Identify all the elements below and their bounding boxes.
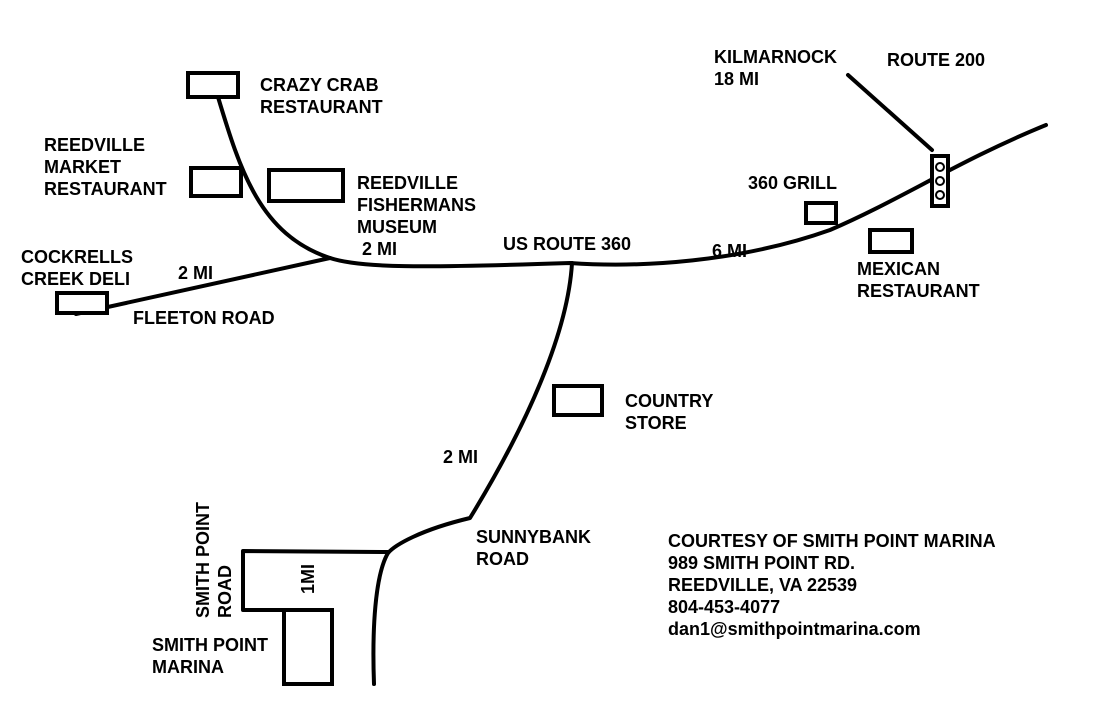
smith-point-marina-label: SMITH POINT MARINA — [152, 635, 268, 677]
museum-label: REEDVILLE FISHERMANS MUSEUM — [357, 173, 477, 237]
credit-phone: 804-453-4077 — [668, 597, 781, 617]
credit-city: REEDVILLE, VA 22539 — [668, 575, 858, 595]
credit-email[interactable]: dan1@smithpointmarina.com — [668, 619, 921, 639]
fleeton-distance-label: 2 MI — [178, 263, 214, 283]
credit-block: COURTESY OF SMITH POINT MARINA 989 SMITH… — [668, 530, 996, 640]
grill-360-building — [804, 201, 838, 225]
country-store-building — [552, 384, 604, 417]
marina-building — [282, 608, 334, 686]
country-store-label: COUNTRY STORE — [625, 391, 714, 433]
museum-distance-label: 2 MI — [362, 239, 398, 259]
smith-point-distance-label: 1MI — [298, 563, 318, 594]
crazy-crab-label: CRAZY CRAB RESTAURANT — [260, 75, 383, 117]
us-route-360-label: US ROUTE 360 — [503, 234, 632, 254]
fleeton-road-line — [74, 256, 332, 316]
cockrells-label: COCKRELLS CREEK DELI — [21, 247, 133, 289]
us-route-360-road — [328, 123, 1048, 269]
credit-address: 989 SMITH POINT RD. — [668, 553, 856, 573]
museum-building — [267, 168, 345, 203]
route-200-label: ROUTE 200 — [887, 50, 986, 70]
grill-360-label: 360 GRILL — [748, 173, 838, 193]
smith-point-road-label: SMITH POINT ROAD — [193, 502, 235, 618]
route-200-road — [846, 73, 934, 152]
fleeton-road-label: FLEETON ROAD — [133, 308, 275, 328]
kilmarnock-label: KILMARNOCK 18 MI — [714, 47, 837, 89]
sunnybank-road-line — [371, 261, 574, 686]
cockrells-building — [55, 291, 109, 315]
traffic-light-icon — [930, 154, 950, 208]
mexican-building — [868, 228, 914, 254]
museum-spur-road — [216, 95, 332, 260]
reedville-market-label: REEDVILLE MARKET RESTAURANT — [44, 135, 167, 199]
smith-point-road-line — [241, 549, 390, 612]
sunnybank-road-label: SUNNYBANK ROAD — [476, 527, 592, 569]
credit-title: COURTESY OF SMITH POINT MARINA — [668, 531, 996, 551]
crazy-crab-building — [186, 71, 240, 99]
south-distance-label: 2 MI — [443, 447, 479, 467]
mexican-label: MEXICAN RESTAURANT — [857, 259, 980, 301]
east-distance-label: 6 MI — [712, 241, 748, 261]
reedville-market-building — [189, 166, 243, 198]
